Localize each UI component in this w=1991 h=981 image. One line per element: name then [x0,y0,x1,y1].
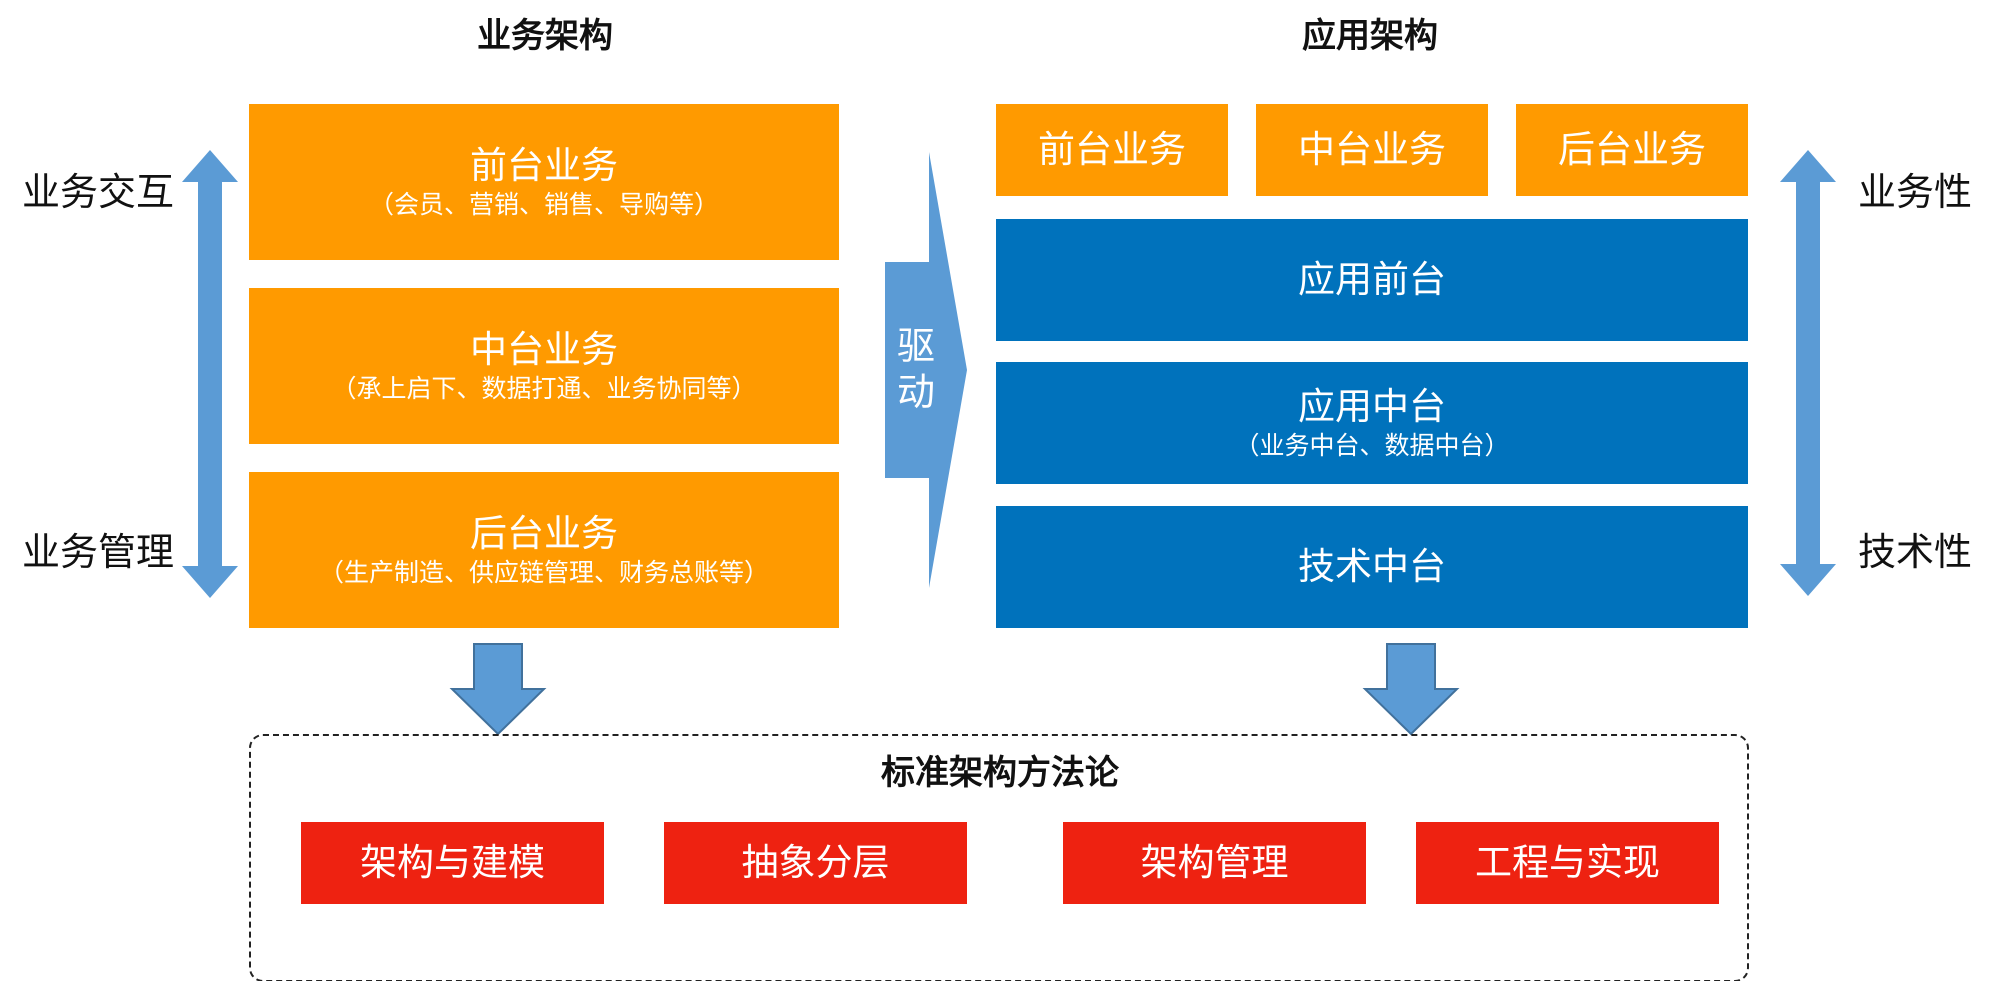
business-front-subtitle: （会员、营销、销售、导购等） [368,190,719,219]
method-layering-box: 抽象分层 [664,822,967,904]
method-modeling-box: 架构与建模 [301,822,604,904]
app-back-business-box: 后台业务 [1516,104,1748,196]
method-engineering-box: 工程与实现 [1416,822,1719,904]
business-front-box: 前台业务 （会员、营销、销售、导购等） [249,104,839,260]
drive-label: 驱动 [896,324,935,414]
business-back-subtitle: （生产制造、供应链管理、财务总账等） [318,558,769,587]
business-management-label: 业务管理 [22,530,175,574]
drive-arrow-icon [885,152,967,588]
left-down-arrow-icon [449,643,547,736]
app-back-business-title: 后台业务 [1558,128,1706,171]
tech-middle-title: 技术中台 [1298,545,1446,588]
technical-nature-label: 技术性 [1858,530,1973,574]
method-management-box: 架构管理 [1063,822,1366,904]
business-architecture-heading: 业务架构 [477,16,613,56]
business-front-title: 前台业务 [470,144,618,187]
app-front-business-box: 前台业务 [996,104,1228,196]
method-layering-title: 抽象分层 [741,841,890,884]
methodology-heading: 标准架构方法论 [881,753,1119,793]
business-middle-title: 中台业务 [470,328,618,371]
app-middle-business-box: 中台业务 [1256,104,1488,196]
method-engineering-title: 工程与实现 [1475,841,1660,884]
right-down-arrow-icon [1362,643,1460,736]
right-double-arrow-icon [1780,150,1836,596]
business-back-box: 后台业务 （生产制造、供应链管理、财务总账等） [249,472,839,628]
business-interaction-label: 业务交互 [22,170,175,214]
method-management-title: 架构管理 [1140,841,1289,884]
application-architecture-heading: 应用架构 [1302,16,1438,56]
app-front-title: 应用前台 [1298,258,1446,301]
business-middle-box: 中台业务 （承上启下、数据打通、业务协同等） [249,288,839,444]
app-middle-title: 应用中台 [1298,385,1446,428]
app-middle-box: 应用中台 （业务中台、数据中台） [996,362,1748,484]
app-middle-subtitle: （业务中台、数据中台） [1234,431,1510,460]
business-nature-label: 业务性 [1858,170,1973,214]
tech-middle-box: 技术中台 [996,506,1748,628]
app-front-business-title: 前台业务 [1038,128,1186,171]
app-front-box: 应用前台 [996,219,1748,341]
business-back-title: 后台业务 [470,512,618,555]
app-middle-business-title: 中台业务 [1298,128,1446,171]
left-double-arrow-icon [182,150,238,598]
method-modeling-title: 架构与建模 [360,841,545,884]
business-middle-subtitle: （承上启下、数据打通、业务协同等） [331,374,757,403]
